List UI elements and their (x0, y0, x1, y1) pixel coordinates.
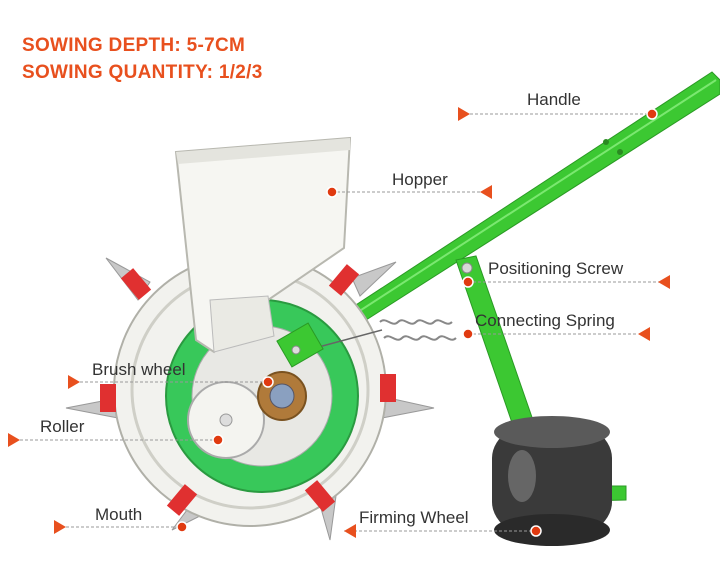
firming-wheel (492, 416, 612, 546)
label-brush-wheel: Brush wheel (92, 360, 186, 379)
sowing-depth-spec: SOWING DEPTH: 5-7CM (22, 35, 246, 56)
label-hopper: Hopper (392, 170, 448, 189)
sowing-quantity-spec: SOWING QUANTITY: 1/2/3 (22, 62, 263, 83)
label-connecting-spring: Connecting Spring (475, 311, 615, 330)
arrow-markers (8, 107, 670, 538)
label-mouth: Mouth (95, 505, 143, 524)
label-firming-wheel: Firming Wheel (359, 508, 469, 527)
label-roller: Roller (40, 417, 85, 436)
roller (187, 381, 265, 459)
label-handle: Handle (527, 90, 581, 109)
hopper (174, 136, 352, 354)
handle-joint (276, 322, 324, 368)
callout-dots (176, 108, 658, 537)
label-positioning-screw: Positioning Screw (488, 259, 624, 278)
leader-lines (20, 113, 660, 532)
